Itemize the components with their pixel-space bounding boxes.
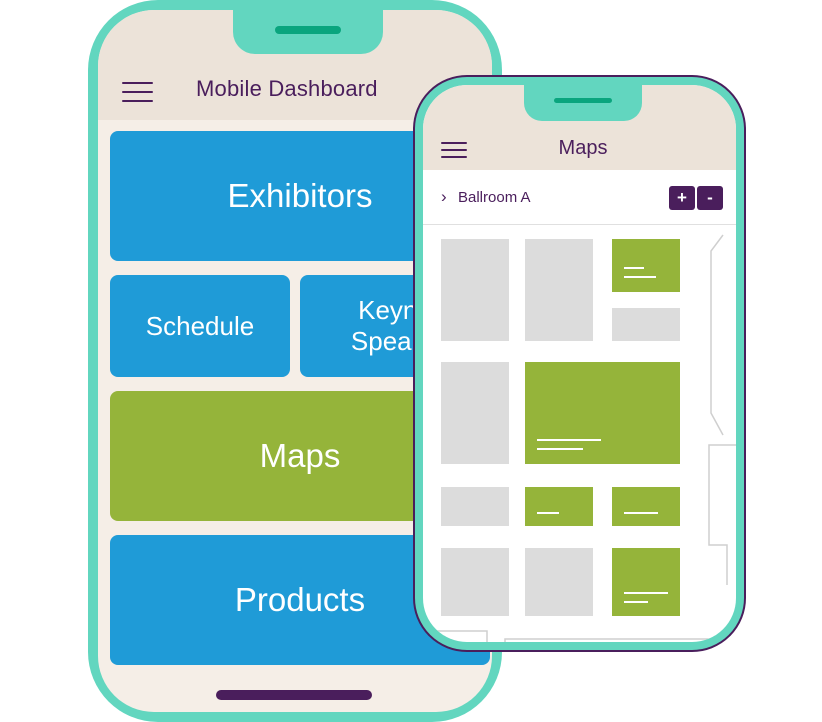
booth[interactable] bbox=[441, 362, 509, 464]
products-label: Products bbox=[234, 581, 366, 618]
floor-walls-bottom bbox=[423, 630, 723, 642]
breadcrumb-location[interactable]: Ballroom A bbox=[458, 189, 531, 206]
home-indicator bbox=[216, 690, 372, 700]
floor-walls bbox=[708, 234, 736, 585]
page-title: Maps bbox=[558, 137, 608, 159]
zoom-in-button[interactable]: + bbox=[669, 186, 695, 210]
speaker-pill bbox=[275, 26, 341, 34]
booth-highlighted[interactable] bbox=[612, 239, 680, 292]
booth[interactable] bbox=[441, 487, 509, 526]
booth-highlighted[interactable] bbox=[525, 362, 680, 464]
maps-label: Maps bbox=[259, 437, 341, 474]
booth[interactable] bbox=[525, 548, 593, 616]
booth[interactable] bbox=[612, 308, 680, 341]
zoom-out-button[interactable]: - bbox=[697, 186, 723, 210]
booth-highlighted[interactable] bbox=[525, 487, 593, 526]
booth-highlighted[interactable] bbox=[612, 548, 680, 616]
page-title: Mobile Dashboard bbox=[196, 76, 378, 101]
phone-notch bbox=[233, 10, 383, 54]
speaker-pill bbox=[554, 98, 612, 103]
hamburger-icon[interactable] bbox=[441, 142, 467, 163]
hamburger-icon[interactable] bbox=[122, 82, 153, 109]
breadcrumb: › Ballroom A + - bbox=[423, 170, 736, 225]
floor-map[interactable] bbox=[423, 225, 736, 642]
maps-screen: Maps › Ballroom A + - bbox=[423, 85, 736, 642]
booth[interactable] bbox=[525, 239, 593, 341]
booth-highlighted[interactable] bbox=[612, 487, 680, 526]
booth[interactable] bbox=[441, 239, 509, 341]
maps-phone: Maps › Ballroom A + - bbox=[413, 75, 746, 652]
schedule-label: Schedule bbox=[145, 310, 255, 341]
maps-header: Maps bbox=[423, 85, 736, 170]
schedule-tile[interactable]: Schedule bbox=[110, 275, 290, 377]
exhibitors-label: Exhibitors bbox=[227, 177, 373, 214]
chevron-right-icon[interactable]: › bbox=[441, 187, 447, 206]
phone-notch bbox=[524, 85, 642, 121]
booth[interactable] bbox=[441, 548, 509, 616]
